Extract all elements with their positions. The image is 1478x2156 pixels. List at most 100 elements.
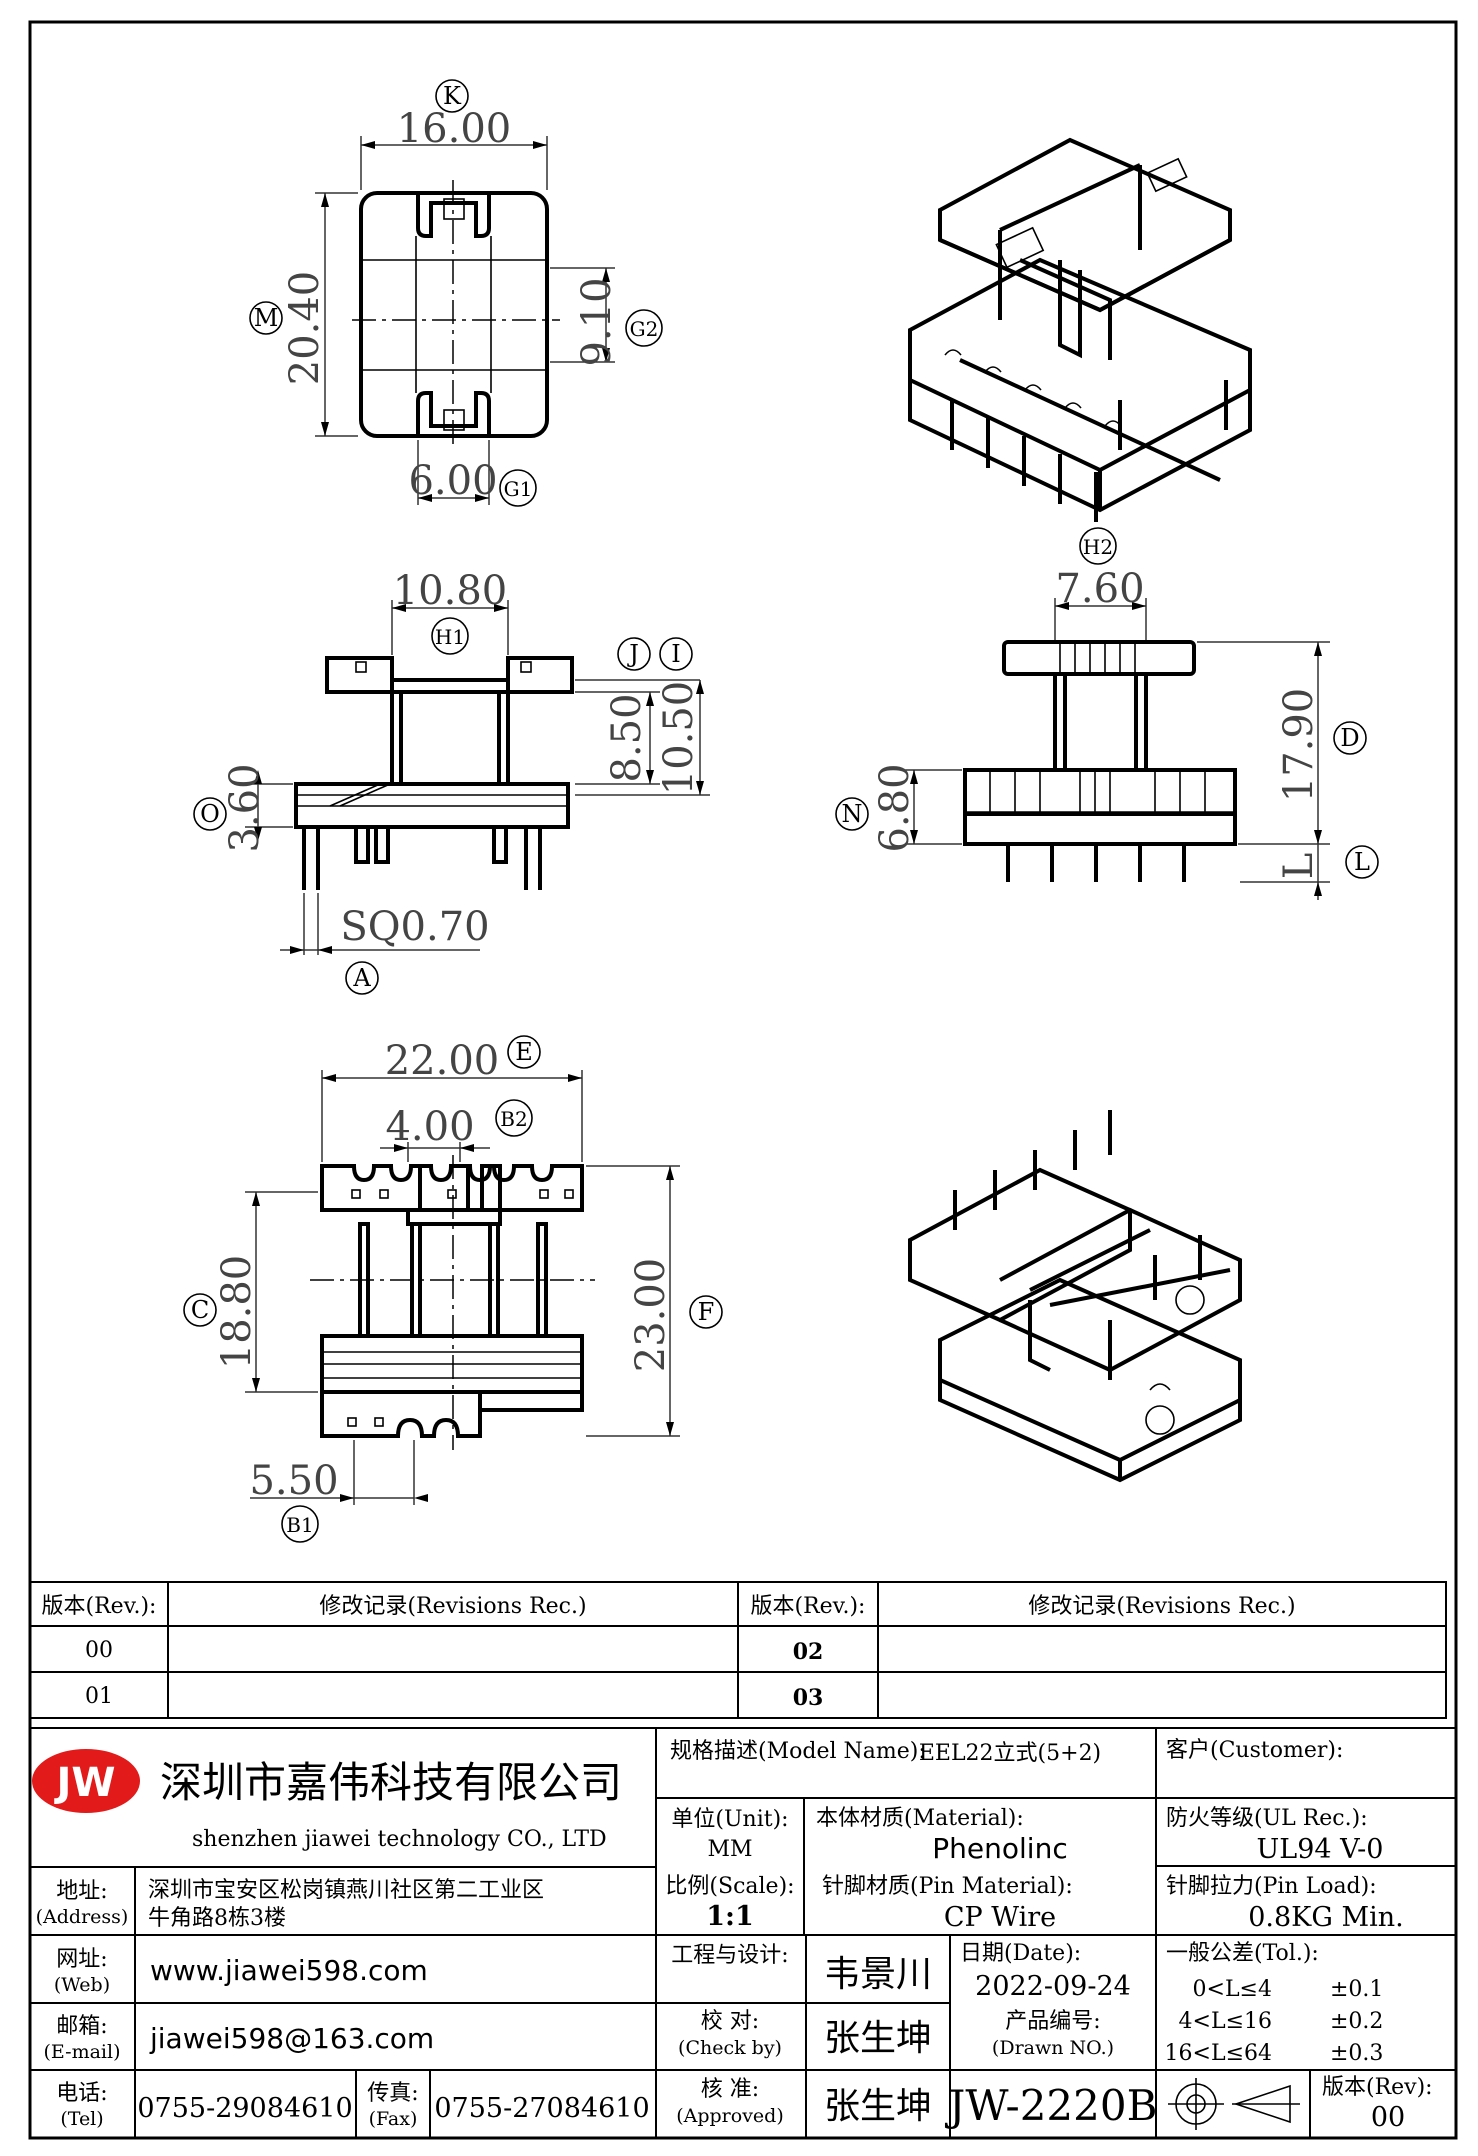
ul-label: 防火等级(UL Rec.): <box>1166 1806 1368 1831</box>
pin-material-label: 针脚材质(Pin Material): <box>822 1874 1073 1899</box>
rev-header-left: 版本(Rev.): <box>42 1594 157 1619</box>
label-d: D <box>1340 724 1359 752</box>
projection-symbol-icon <box>1168 2078 1300 2130</box>
address-line1: 深圳市宝安区松岗镇燕川社区第二工业区 <box>148 1878 544 1903</box>
iso-view-top <box>908 137 1252 522</box>
address-label: 地址: <box>56 1879 107 1904</box>
material-label: 本体材质(Material): <box>816 1806 1024 1831</box>
dim-pin: SQ0.70 <box>340 904 489 950</box>
company-email[interactable]: jiawei598@163.com <box>149 2022 434 2055</box>
label-g1: G1 <box>504 477 533 501</box>
scale-value: 1:1 <box>706 1901 754 1932</box>
label-f: F <box>698 1298 715 1326</box>
ul-value: UL94 V-0 <box>1257 1834 1384 1865</box>
dim-l: L <box>1276 853 1322 880</box>
designer-name: 韦景川 <box>824 1954 932 1995</box>
rev-row-00: 00 <box>85 1638 113 1663</box>
tol-range-3: 16<L≤64 <box>1165 2041 1272 2066</box>
dim-j: 8.50 <box>604 693 650 782</box>
rev-row-01: 01 <box>85 1684 113 1709</box>
label-g2: G2 <box>630 317 659 341</box>
unit-label: 单位(Unit): <box>671 1807 788 1832</box>
address-label-en: (Address) <box>36 1906 129 1928</box>
tol-label: 一般公差(Tol.): <box>1166 1941 1319 1966</box>
drawn-label-en: (Drawn NO.) <box>992 2037 1114 2059</box>
fax-label-en: (Fax) <box>369 2108 418 2130</box>
dim-g1: 6.00 <box>408 458 497 504</box>
check-label-en: (Check by) <box>678 2037 782 2059</box>
label-m: M <box>254 304 279 332</box>
iso-view-bottom <box>908 1110 1242 1483</box>
material-value: Phenolinc <box>932 1832 1067 1865</box>
title-block: JW 深圳市嘉伟科技有限公司 shenzhen jiawei technolog… <box>29 1727 1457 2139</box>
label-b2: B2 <box>500 1107 527 1131</box>
label-c: C <box>191 1296 209 1324</box>
dim-e: 22.00 <box>385 1038 500 1084</box>
check-label: 校 对: <box>701 2009 759 2034</box>
label-l: L <box>1354 848 1370 876</box>
model-name: EEL22立式(5+2) <box>919 1741 1101 1766</box>
company-fax: 0755-27084610 <box>434 2093 649 2124</box>
rev-value: 00 <box>1371 2102 1405 2133</box>
tol-value-2: ±0.2 <box>1330 2009 1383 2034</box>
company-web[interactable]: www.jiawei598.com <box>150 1954 428 1987</box>
dim-n: 6.80 <box>872 763 918 852</box>
label-i: I <box>671 640 680 668</box>
drawn-label: 产品编号: <box>1005 2009 1100 2034</box>
tel-label-en: (Tel) <box>60 2108 103 2130</box>
label-h2: H2 <box>1083 535 1113 559</box>
date-value: 2022-09-24 <box>975 1971 1131 2002</box>
label-j: J <box>626 640 639 668</box>
company-name-cn: 深圳市嘉伟科技有限公司 <box>160 1758 622 1807</box>
model-label: 规格描述(Model Name): <box>670 1739 926 1764</box>
pin-material-value: CP Wire <box>944 1902 1056 1933</box>
label-e: E <box>515 1038 533 1066</box>
fax-label: 传真: <box>367 2081 418 2106</box>
side-view: 10.80 8.50 10.50 3.60 SQ0.70 H1 J I O A <box>193 568 710 995</box>
rev-row-02: 02 <box>793 1639 824 1665</box>
label-a: A <box>352 964 371 992</box>
revision-table: 版本(Rev.): 修改记录(Revisions Rec.) 版本(Rev.):… <box>29 1581 1447 1719</box>
email-label: 邮箱: <box>56 2014 107 2039</box>
checker-name: 张生坤 <box>824 2018 932 2059</box>
customer-label: 客户(Customer): <box>1166 1738 1343 1763</box>
approve-label-en: (Approved) <box>676 2105 784 2127</box>
tol-range-1: 0<L≤4 <box>1193 1977 1272 2002</box>
company-tel: 0755-29084610 <box>137 2093 352 2124</box>
end-view: 7.60 17.90 L 6.80 H2 D N L <box>835 527 1379 900</box>
company-name-en: shenzhen jiawei technology CO., LTD <box>192 1827 607 1852</box>
scale-label: 比例(Scale): <box>665 1874 794 1899</box>
dim-o: 3.60 <box>222 763 268 852</box>
drawing-number: JW-2220B <box>945 2081 1158 2130</box>
tol-value-3: ±0.3 <box>1330 2041 1383 2066</box>
pin-load-label: 针脚拉力(Pin Load): <box>1166 1874 1377 1899</box>
dim-d: 17.90 <box>1276 688 1322 803</box>
label-o: O <box>200 800 220 828</box>
dim-f: 23.00 <box>628 1258 674 1373</box>
bottom-view: 22.00 4.00 18.80 23.00 5.50 E B2 C F B1 <box>183 1035 723 1543</box>
unit-value: MM <box>707 1837 752 1862</box>
rev-label: 版本(Rev): <box>1322 2075 1433 2100</box>
web-label: 网址: <box>56 1947 107 1972</box>
top-view: 16.00 20.40 9.10 6.00 K M G2 G1 <box>249 79 663 507</box>
dim-b1: 5.50 <box>249 1458 338 1504</box>
label-h1: H1 <box>435 625 465 649</box>
design-label: 工程与设计: <box>671 1943 788 1968</box>
dim-k: 16.00 <box>397 106 512 152</box>
pin-load-value: 0.8KG Min. <box>1248 1902 1404 1933</box>
label-k: K <box>443 82 462 110</box>
company-logo: JW <box>53 1760 115 1806</box>
dim-c: 18.80 <box>214 1255 260 1370</box>
date-label: 日期(Date): <box>960 1941 1081 1966</box>
dim-m: 20.40 <box>282 271 328 386</box>
tel-label: 电话: <box>56 2081 107 2106</box>
dim-h1: 10.80 <box>393 568 508 614</box>
address-line2: 牛角路8栋3楼 <box>148 1906 286 1931</box>
dim-g2: 9.10 <box>574 277 620 366</box>
approve-label: 核 准: <box>701 2077 759 2102</box>
rev-header-right: 版本(Rev.): <box>751 1594 866 1619</box>
approver-name: 张生坤 <box>824 2086 932 2127</box>
dim-i: 10.50 <box>656 681 702 796</box>
dim-b2: 4.00 <box>385 1104 474 1150</box>
